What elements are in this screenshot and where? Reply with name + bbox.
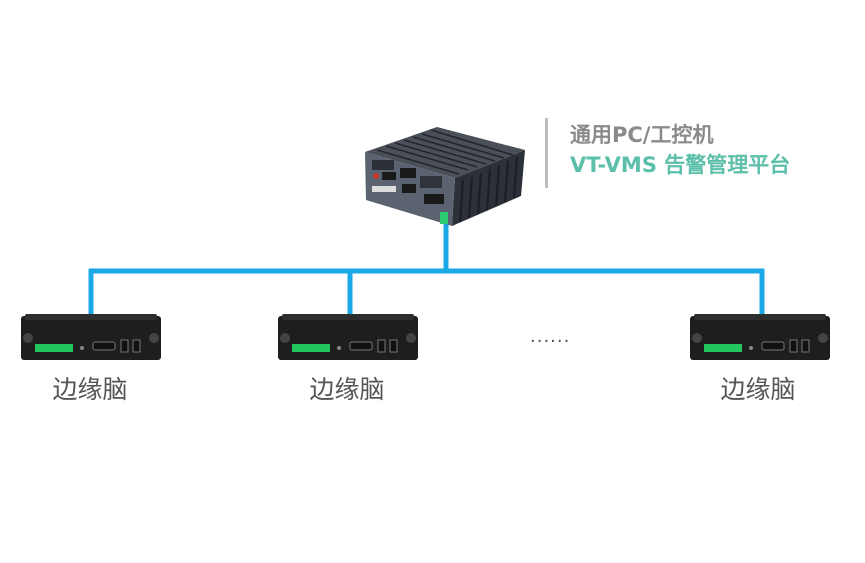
server-caption: 通用PC/工控机 VT-VMS 告警管理平台 [545,118,790,188]
platform-name-label: VT-VMS 告警管理平台 [570,153,791,177]
industrial-pc-icon [365,127,525,226]
edge-device-label: 边缘脑 [309,375,385,404]
edge-device-label: 边缘脑 [720,375,796,404]
edge-box-icon [690,314,830,360]
connector-lines [88,224,765,316]
edge-box-icon [278,314,418,360]
ellipsis-indicator: ...... [530,326,571,347]
edge-device-label: 边缘脑 [52,375,128,404]
server-type-label: 通用PC/工控机 [570,123,714,147]
edge-box-icon [21,314,161,360]
